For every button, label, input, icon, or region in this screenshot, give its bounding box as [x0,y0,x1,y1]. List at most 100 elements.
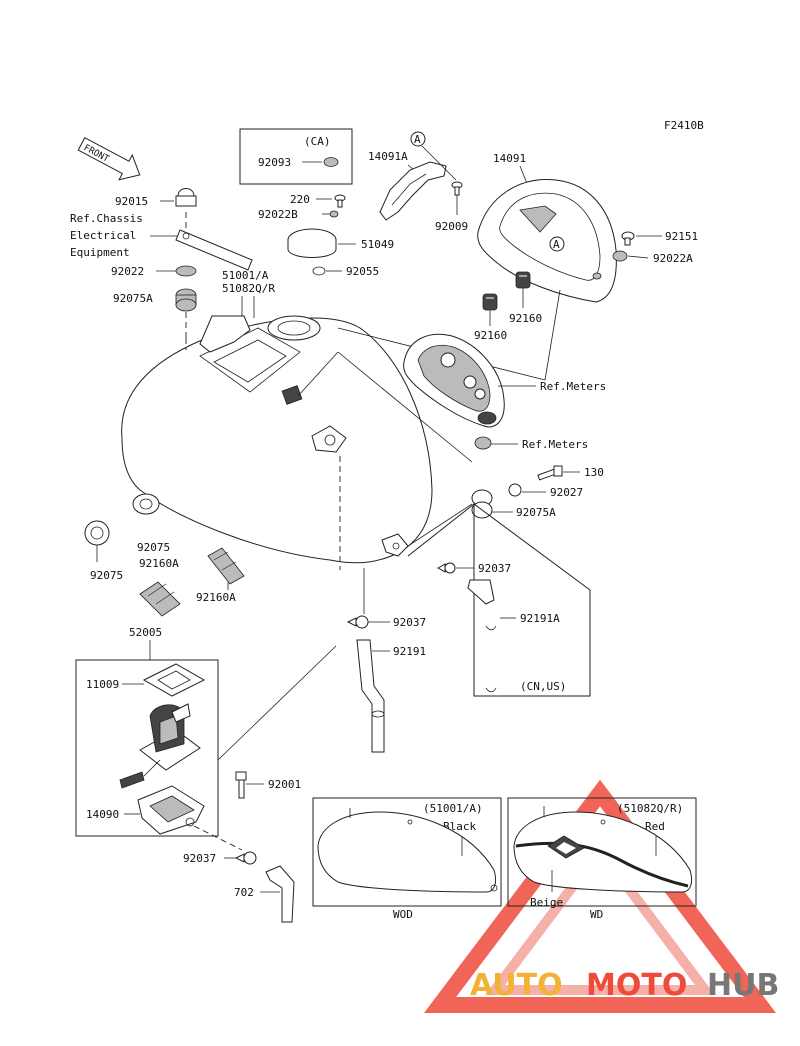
callout-a-cover: A [553,238,560,251]
label-92022B: 92022B [258,208,298,221]
label-702: 702 [234,886,254,899]
diagram-code: F2410B [664,119,704,132]
inset-wd-code: WD [590,908,603,921]
label-92037-b: 92037 [393,616,426,629]
bracket-ref-chassis [175,229,253,271]
meter-cover-14091: A [477,178,617,303]
label-92055: 92055 [346,265,379,278]
damper-92160A-right [207,547,245,585]
label-92001: 92001 [268,778,301,791]
inset-wod-code: WOD [393,908,413,921]
label-51082Q: 51082Q/R [222,282,275,295]
grommet-92075A-right [471,489,493,519]
fuel-pump-box [75,659,219,837]
label-51049: 51049 [361,238,394,251]
label-92093: 92093 [258,156,291,169]
label-92160A-a: 92160A [139,557,179,570]
washer-92022A [612,250,628,262]
inset-wd-color-red: Red [645,820,665,833]
label-92022: 92022 [111,265,144,278]
label-51001A: 51001/A [222,269,269,282]
hose-92191 [356,639,385,753]
label-130: 130 [584,466,604,479]
damper-92160A-left [139,581,181,617]
label-92075-a: 92075 [137,541,170,554]
watermark-hub: HUB [707,968,779,1003]
fuel-tank [121,315,433,564]
watermark-moto: MOTO [586,968,687,1003]
clamp-92037-b [346,615,369,629]
label-92160-right: 92160 [509,312,542,325]
gasket-11009 [142,663,206,697]
label-11009: 11009 [86,678,119,691]
grommet-92160-left [482,293,498,311]
label-14091: 14091 [493,152,526,165]
tank-side-wd [513,806,693,893]
watermark-triangle [423,779,777,1013]
label-92075A-right: 92075A [516,506,556,519]
cn-us-note: (CN,US) [520,680,566,693]
label-ref-chassis-1: Ref.Chassis [70,212,143,225]
tank-side-wod [317,808,498,893]
label-92160-left: 92160 [474,329,507,342]
washer-92022 [175,265,197,277]
label-ref-meters-2: Ref.Meters [522,438,588,451]
grommet-92160-right [515,271,531,289]
label-92191A: 92191A [520,612,560,625]
cn-us-box [407,502,591,697]
hose-702 [265,865,295,923]
label-ref-chassis-2: Electrical [70,229,136,242]
label-ref-meters-1: Ref.Meters [540,380,606,393]
label-92191: 92191 [393,645,426,658]
screw-92151 [621,231,635,246]
bracket-14091A [379,161,447,221]
front-arrow-icon: FRONT [77,137,141,181]
label-92015: 92015 [115,195,148,208]
label-92037-a: 92037 [478,562,511,575]
label-92151: 92151 [665,230,698,243]
label-92037-c: 92037 [183,852,216,865]
label-92075A-top: 92075A [113,292,153,305]
label-14091A: 14091A [368,150,408,163]
watermark-auto: AUTO [470,968,563,1003]
inset-wod [312,797,502,907]
label-92022A: 92022A [653,252,693,265]
collar-92027 [508,483,522,497]
label-14090: 14090 [86,808,119,821]
label-92027: 92027 [550,486,583,499]
grommet-92075-lower [84,520,110,546]
washer-92022B [329,210,339,218]
bolt-130 [537,465,563,481]
bracket-14090 [137,785,205,835]
screw-92009 [451,181,463,196]
bolt-92001 [235,771,247,799]
ca-box [239,128,353,185]
grommet-92093 [323,157,339,167]
fuel-cap-51049 [287,228,337,258]
label-92075-b: 92075 [90,569,123,582]
clamp-92037-c [234,851,257,865]
callout-a-top-text: A [414,133,421,146]
label-220: 220 [290,193,310,206]
watermark-logo: AUTO MOTO HUB [470,968,779,1003]
grommet-92075A-top [175,288,197,312]
inset-wod-title: (51001/A) [423,802,483,815]
hose-92191A [467,579,495,605]
inset-wd [507,797,697,907]
inset-wd-title: (51082Q/R) [617,802,683,815]
inset-wd-color-beige: Beige [530,896,563,909]
meter-assembly [403,333,505,428]
clamp-92037-a [436,562,456,574]
ca-note: (CA) [304,135,331,148]
grommet-ref-meters [474,436,492,450]
screw-220 [334,194,346,208]
oring-92055 [312,266,326,276]
callout-a-top [410,131,426,147]
label-ref-chassis-3: Equipment [70,246,130,259]
fuel-pump-52005 [119,703,201,789]
grommet-92075-upper [132,493,160,515]
label-52005: 52005 [129,626,162,639]
label-92160A-b: 92160A [196,591,236,604]
acorn-nut-92015 [175,188,197,207]
